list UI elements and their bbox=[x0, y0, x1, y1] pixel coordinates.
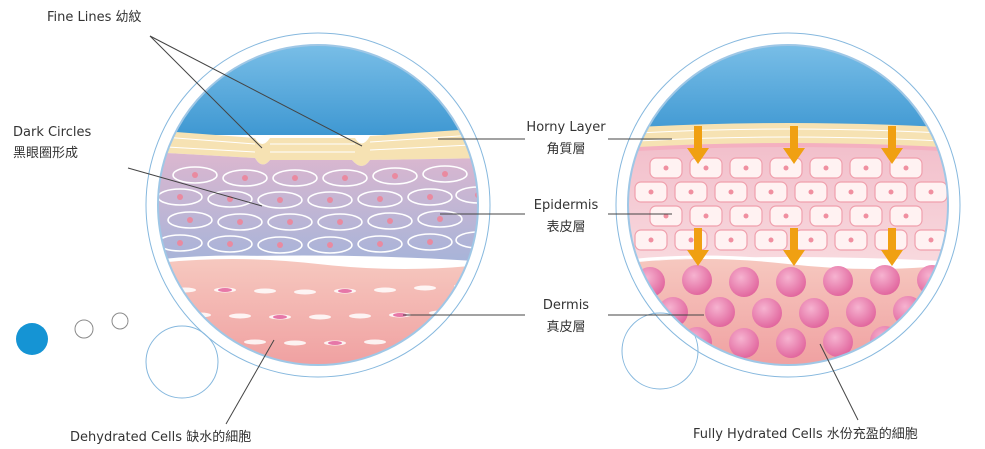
hydrated-cells-label: Fully Hydrated Cells 水份充盈的細胞 bbox=[693, 426, 918, 443]
dermis-label-zh: 真皮層 bbox=[520, 319, 612, 336]
horny-layer-label-en: Horny Layer bbox=[520, 119, 612, 136]
horny-layer-label-zh: 角質層 bbox=[520, 141, 612, 158]
fine-lines-label: Fine Lines 幼紋 bbox=[47, 9, 142, 26]
epidermis-label-en: Epidermis bbox=[520, 197, 612, 214]
hydrated-skin-circle bbox=[616, 33, 960, 380]
dark-circles-label-zh: 黑眼圈形成 bbox=[13, 145, 78, 162]
dark-circles-label-en: Dark Circles bbox=[13, 124, 91, 141]
epidermis-label-zh: 表皮層 bbox=[520, 219, 612, 236]
dermis-label-en: Dermis bbox=[520, 297, 612, 314]
dehydrated-cells-label: Dehydrated Cells 缺水的細胞 bbox=[70, 429, 251, 446]
